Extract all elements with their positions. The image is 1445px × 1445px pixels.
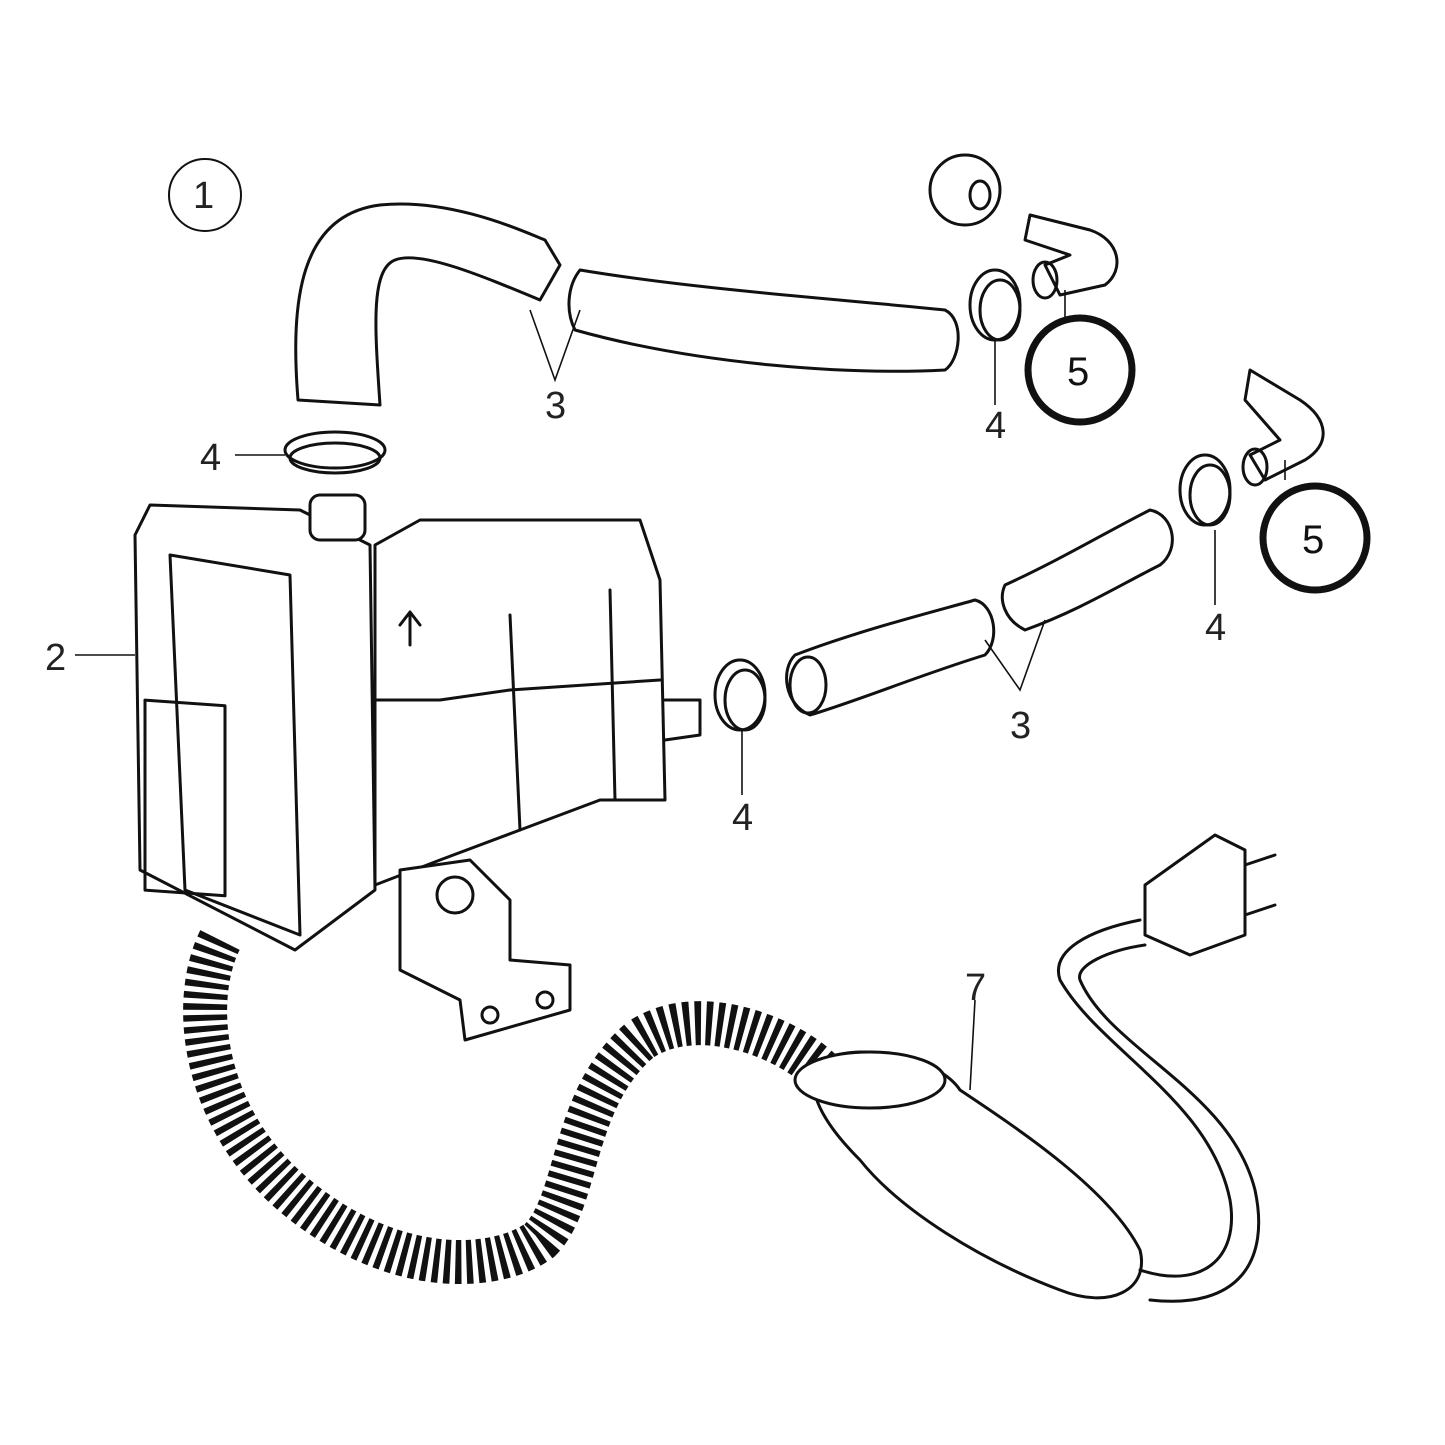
heater-unit: [133, 493, 702, 1042]
cable-assembly: [183, 833, 1277, 1303]
label-cable: 7: [965, 967, 986, 1009]
label-elbow-upper: 5: [1067, 350, 1089, 394]
lower-hose: [785, 508, 1174, 717]
label-clamp-center: 4: [732, 797, 753, 839]
callout-circle-main: [168, 158, 242, 232]
label-main: 1: [193, 175, 214, 217]
label-clamp-upper-right: 4: [985, 405, 1006, 447]
upper-hose: [294, 202, 960, 407]
callout-circle-elbow-upper: [1024, 314, 1136, 426]
label-clamp-lower-right: 4: [1205, 607, 1226, 649]
label-elbow-lower: 5: [1302, 518, 1324, 562]
leader-lines: [75, 290, 1286, 1091]
label-hose-lower: 3: [1010, 705, 1031, 747]
elbow-fittings: [928, 153, 1325, 487]
label-clamp-top-left: 4: [200, 437, 221, 479]
label-hose-upper: 3: [545, 385, 566, 427]
label-heater-unit: 2: [45, 637, 66, 679]
callout-circle-elbow-lower: [1259, 482, 1371, 594]
